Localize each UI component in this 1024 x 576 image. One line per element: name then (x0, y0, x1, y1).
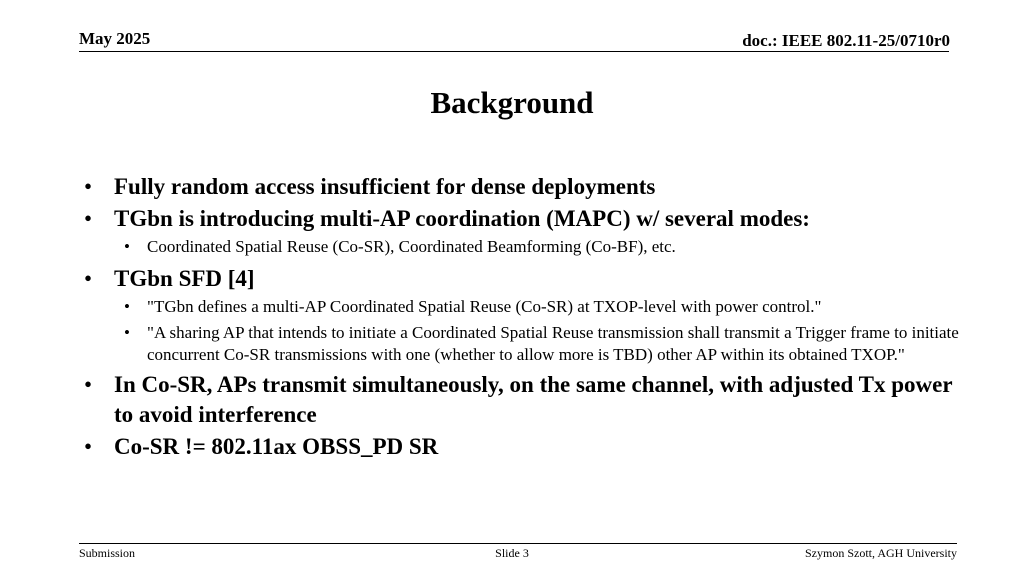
sub-bullet-text: "TGbn defines a multi-AP Coordinated Spa… (147, 297, 822, 316)
sub-bullet-text: Coordinated Spatial Reuse (Co-SR), Coord… (147, 237, 676, 256)
bullet-text: Fully random access insufficient for den… (114, 174, 656, 199)
bullet-marker: • (84, 372, 93, 397)
sub-bullet-marker: • (124, 237, 130, 256)
bullet-marker: • (84, 174, 93, 199)
bullet-text: Co-SR != 802.11ax OBSS_PD SR (114, 434, 439, 459)
sub-bullet-item: • Coordinated Spatial Reuse (Co-SR), Coo… (124, 236, 964, 258)
bullet-item: • TGbn is introducing multi-AP coordinat… (84, 204, 964, 234)
header-date: May 2025 (79, 29, 151, 48)
bullet-text: TGbn SFD [4] (114, 266, 255, 291)
bullet-text: TGbn is introducing multi-AP coordinatio… (114, 206, 810, 231)
bullet-item: • TGbn SFD [4] (84, 264, 964, 294)
bullet-marker: • (84, 266, 93, 291)
sub-bullet-marker: • (124, 323, 130, 342)
bullet-item: • Fully random access insufficient for d… (84, 172, 964, 202)
bullet-item: • Co-SR != 802.11ax OBSS_PD SR (84, 432, 964, 462)
footer-slide-number: Slide 3 (495, 546, 529, 560)
bullet-marker: • (84, 434, 93, 459)
footer-divider (79, 543, 957, 544)
sub-bullet-item: • "TGbn defines a multi-AP Coordinated S… (124, 296, 964, 318)
footer-submission: Submission (79, 546, 136, 560)
sub-bullet-item: • "A sharing AP that intends to initiate… (124, 322, 964, 366)
footer-author: Szymon Szott, AGH University (805, 546, 957, 560)
bullet-text: In Co-SR, APs transmit simultaneously, o… (114, 372, 953, 427)
slide-title: Background (430, 85, 594, 120)
sub-bullet-text: "A sharing AP that intends to initiate a… (147, 323, 959, 364)
sub-bullet-marker: • (124, 297, 130, 316)
header-divider (79, 51, 949, 52)
header-doc-id: doc.: IEEE 802.11-25/0710r0 (742, 31, 950, 50)
bullet-item: • In Co-SR, APs transmit simultaneously,… (84, 370, 964, 430)
bullet-marker: • (84, 206, 93, 231)
bullet-list: • Fully random access insufficient for d… (84, 172, 964, 464)
